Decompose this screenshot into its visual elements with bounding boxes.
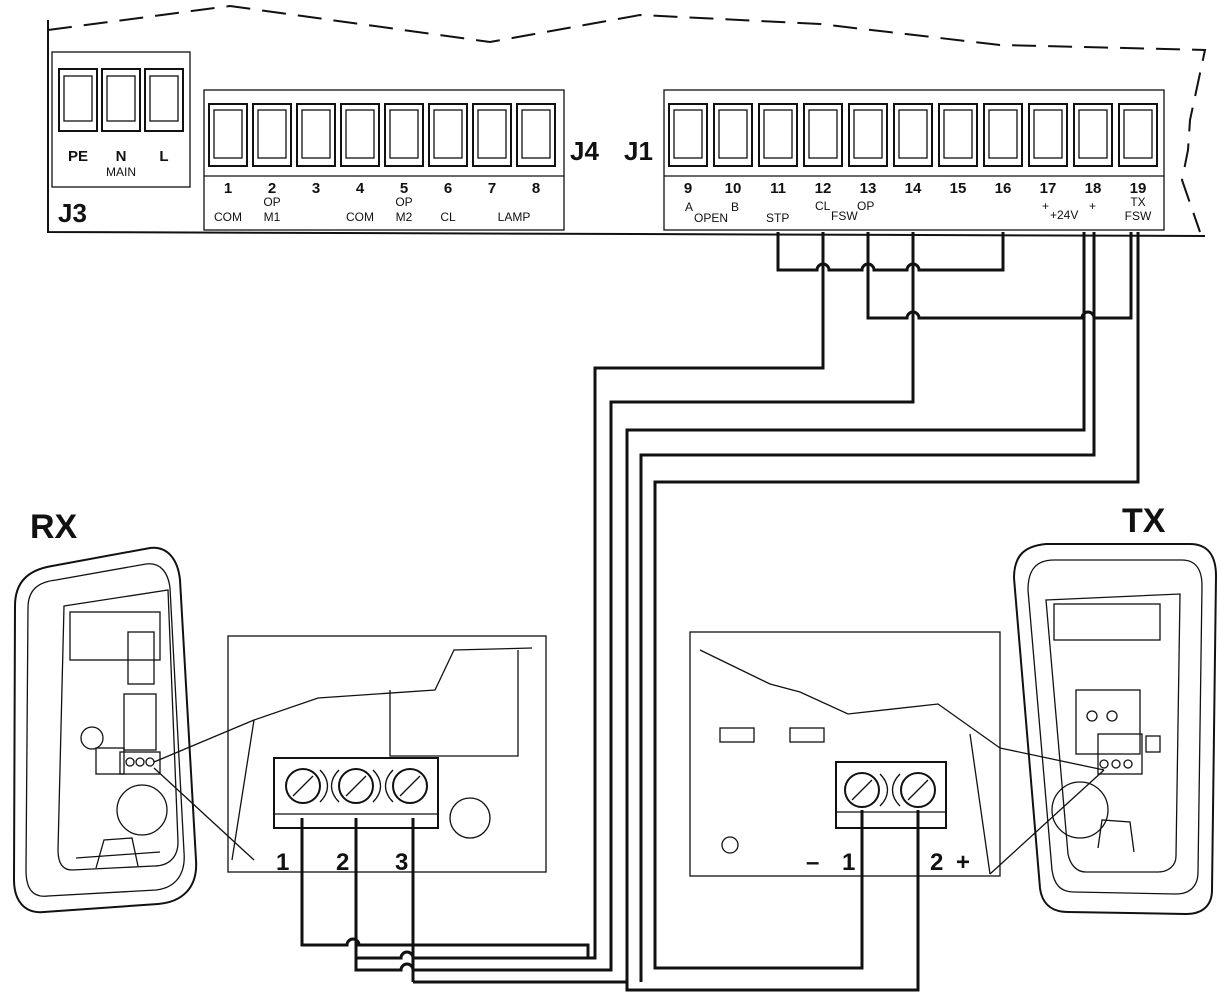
j4-terminal-8: 8: [516, 103, 556, 197]
j1-label-a: A: [685, 200, 693, 214]
j1-terminal-19: 19: [1118, 103, 1158, 197]
j1-terminal-number: 16: [995, 180, 1012, 197]
rx-terminal-label-1: 1: [276, 849, 289, 876]
j3-terminal-pe: PE: [58, 68, 98, 165]
j1-label-op: OP: [857, 199, 874, 213]
j4-terminal-1: 1 COM: [208, 103, 248, 224]
j4-terminal-number: 1: [224, 180, 232, 197]
j4-terminal-2: 2 OP M1: [252, 103, 292, 224]
j3-terminal-label: L: [159, 148, 168, 165]
control-board: [47, 4, 1207, 237]
j1-label: J1: [624, 136, 653, 166]
j3-terminal-l: L: [144, 68, 184, 165]
j1-label-fsw-19: FSW: [1125, 209, 1152, 223]
j1-terminal-17: 17: [1028, 103, 1068, 197]
j4-terminal-number: 5: [400, 180, 408, 197]
j4-terminal-6: 6 CL: [428, 103, 468, 224]
j4-terminal-number: 3: [312, 180, 320, 197]
j4-terminal-function: OP: [395, 195, 412, 209]
j4-terminal-number: 7: [488, 180, 496, 197]
j4-terminal-3: 3: [296, 103, 336, 197]
j4-terminal-function: COM: [346, 210, 374, 224]
wire-rx-1: [300, 818, 590, 958]
j1-terminal-16: 16: [983, 103, 1023, 197]
j1-terminal-12: 12: [803, 103, 843, 197]
j4-label: J4: [570, 136, 599, 166]
rx-device: RX: [12, 508, 255, 914]
j1-label-fsw: FSW: [831, 209, 858, 223]
j1-label-b: B: [731, 200, 739, 214]
tx-title: TX: [1122, 502, 1166, 540]
rx-title: RX: [30, 508, 78, 546]
j4-terminal-number: 8: [532, 180, 540, 197]
rx-terminal-detail: 1 2 3: [227, 635, 547, 876]
tx-terminal-detail: – 1 2 +: [689, 631, 1001, 877]
j4-terminal-7: 7: [472, 103, 512, 197]
tx-terminal-minus: –: [806, 849, 819, 876]
j1-terminal-15: 15: [938, 103, 978, 197]
wire-19: [653, 232, 1140, 970]
field-wires: [300, 232, 1140, 992]
tx-terminal-label-1: 1: [842, 849, 855, 876]
j1-terminal-number: 12: [815, 180, 832, 197]
j1-terminal-number: 19: [1130, 180, 1147, 197]
j4-terminal-5: 5 OP M2: [384, 103, 424, 224]
j1-terminal-10: 10: [713, 103, 753, 197]
j4-terminal-function: COM: [214, 210, 242, 224]
j1-terminal-11: 11: [758, 103, 798, 197]
j3-terminal-label: PE: [68, 148, 88, 165]
j1-jumper-wires: [776, 232, 1133, 320]
j4-terminal-function: CL: [440, 210, 456, 224]
j4-lamp-label: LAMP: [498, 210, 531, 224]
wire-14: [413, 232, 915, 972]
j1-terminal-number: 13: [860, 180, 877, 197]
wire-cl-fsw: [356, 232, 825, 960]
j4-terminal-function-2: M2: [396, 210, 413, 224]
j1-label-tx: TX: [1130, 195, 1145, 209]
rx-terminal-label-3: 3: [395, 849, 408, 876]
j4-terminal-number: 4: [356, 180, 365, 197]
j1-label-plus-18: +: [1089, 199, 1096, 213]
j3-terminal-label: N: [116, 148, 127, 165]
j1-terminal-14: 14: [893, 103, 933, 197]
rx-terminal-label-2: 2: [336, 849, 349, 876]
j3-label: J3: [58, 198, 87, 228]
j1-terminal-number: 17: [1040, 180, 1057, 197]
j1-terminal-number: 14: [905, 180, 922, 197]
wire-tx-2: [625, 810, 920, 992]
j1-label-stp: STP: [766, 211, 789, 225]
j4-terminal-number: 6: [444, 180, 452, 197]
tx-device: TX: [989, 502, 1218, 916]
j4-terminal-function: OP: [263, 195, 280, 209]
j1-terminal-number: 18: [1085, 180, 1102, 197]
j1-terminal-13: 13: [848, 103, 888, 197]
j1-label-cl: CL: [815, 199, 831, 213]
j1-terminal-number: 11: [770, 180, 786, 197]
j3-terminal-n: N: [101, 68, 141, 165]
j1-terminal-18: 18: [1073, 103, 1113, 197]
j1-block: J1 9 10 11 12 13 14 15: [624, 89, 1165, 231]
j1-terminal-number: 15: [950, 180, 967, 197]
tx-terminal-plus: +: [956, 849, 970, 876]
j1-label-24v: +24V: [1050, 208, 1078, 222]
j4-terminal-function-2: M1: [264, 210, 281, 224]
j3-caption: MAIN: [106, 165, 136, 179]
j4-terminal-number: 2: [268, 180, 276, 197]
wire-18-a: [413, 232, 1086, 984]
j4-block: J4 1 COM 2 OP M1 3 4 COM 5 OP M2: [203, 89, 599, 231]
j1-terminal-number: 9: [684, 180, 692, 197]
wire-rx-2: [354, 818, 415, 972]
j1-label-open: OPEN: [694, 211, 728, 225]
j4-terminal-4: 4 COM: [340, 103, 380, 224]
j3-block: J3 PE N L MAIN: [51, 51, 191, 228]
j1-label-plus-17: +: [1042, 199, 1049, 213]
wire-18-b: [639, 232, 1096, 982]
tx-terminal-label-2: 2: [930, 849, 943, 876]
j1-terminal-9: 9: [668, 103, 708, 197]
j1-terminal-number: 10: [725, 180, 742, 197]
